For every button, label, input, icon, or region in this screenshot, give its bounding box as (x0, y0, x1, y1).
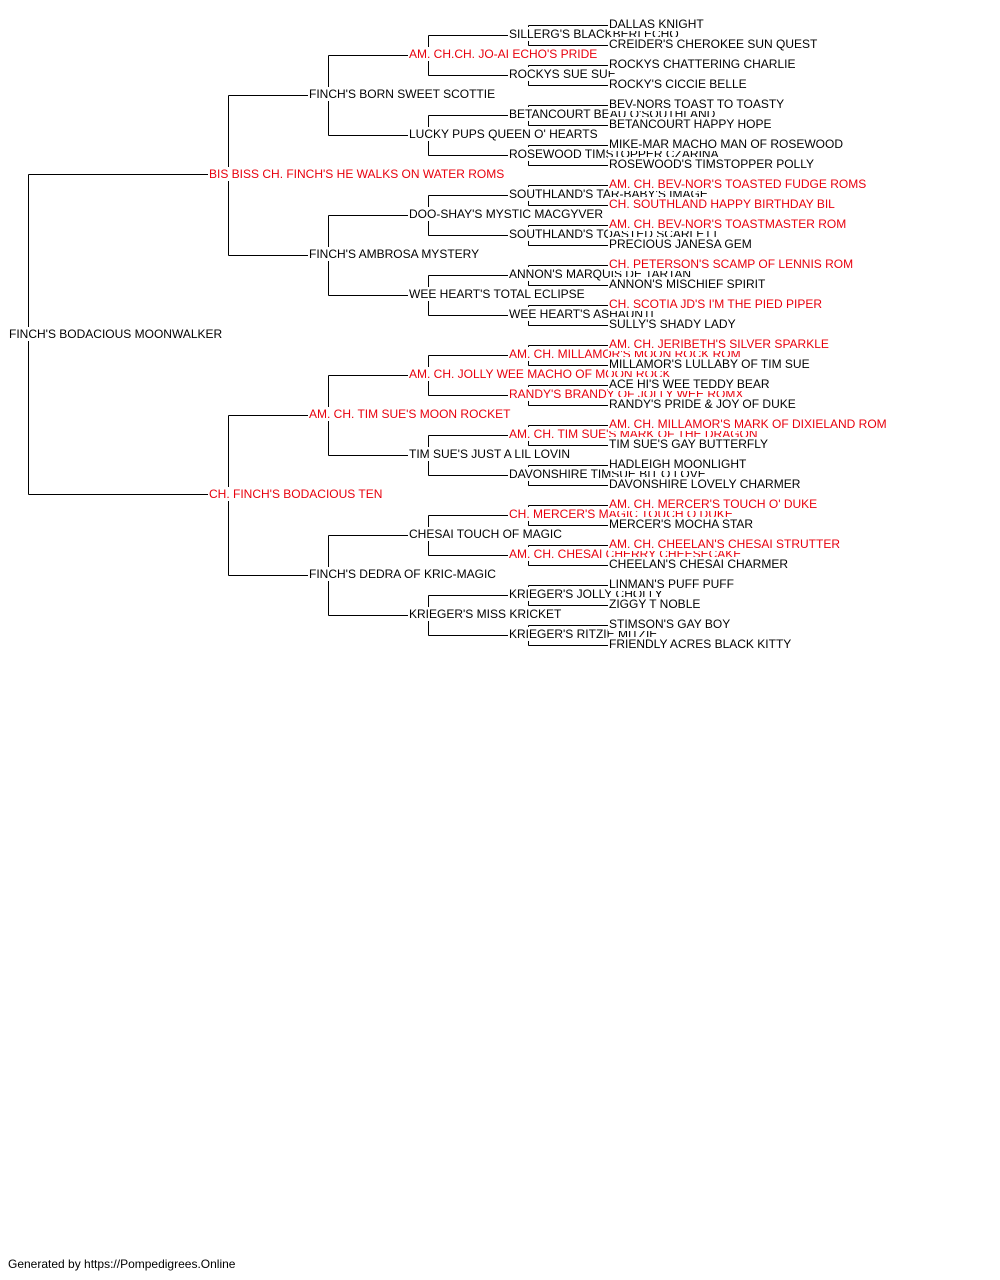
ancestor-name: DAVONSHIRE LOVELY CHARMER (608, 477, 802, 491)
ancestor-name: AM. CH.CH. JO-AI ECHO'S PRIDE (408, 47, 599, 61)
subject-name: FINCH'S BODACIOUS MOONWALKER (8, 327, 224, 341)
ancestor-name: MERCER'S MOCHA STAR (608, 517, 755, 531)
ancestor-name: WEE HEART'S TOTAL ECLIPSE (408, 287, 586, 301)
ancestor-name: CHESAI TOUCH OF MAGIC (408, 527, 563, 541)
ancestor-name: AM. CH. JOLLY WEE MACHO OF MOON ROCK (408, 367, 672, 381)
ancestor-name: TIM SUE'S JUST A LIL LOVIN (408, 447, 572, 461)
ancestor-name: MILLAMOR'S LULLABY OF TIM SUE (608, 357, 811, 371)
footer-credit: Generated by https://Pompedigrees.Online (8, 1257, 236, 1271)
ancestor-name: CH. FINCH'S BODACIOUS TEN (208, 487, 384, 501)
ancestor-name: FINCH'S BORN SWEET SCOTTIE (308, 87, 497, 101)
ancestor-name: CREIDER'S CHEROKEE SUN QUEST (608, 37, 819, 51)
ancestor-name: TIM SUE'S GAY BUTTERFLY (608, 437, 769, 451)
ancestor-name: CH. PETERSON'S SCAMP OF LENNIS ROM (608, 257, 855, 271)
ancestor-name: ROSEWOOD'S TIMSTOPPER POLLY (608, 157, 816, 171)
ancestor-name: FRIENDLY ACRES BLACK KITTY (608, 637, 793, 651)
ancestor-name: AM. CH. BEV-NOR'S TOASTED FUDGE ROMS (608, 177, 868, 191)
ancestor-name: SULLY'S SHADY LADY (608, 317, 737, 331)
ancestor-name: ZIGGY T NOBLE (608, 597, 702, 611)
ancestor-name: ROCKYS CHATTERING CHARLIE (608, 57, 797, 71)
ancestor-name: BETANCOURT HAPPY HOPE (608, 117, 773, 131)
ancestor-name: STIMSON'S GAY BOY (608, 617, 732, 631)
ancestor-name: LINMAN'S PUFF PUFF (608, 577, 735, 591)
ancestor-name: DALLAS KNIGHT (608, 17, 705, 31)
ancestor-name: ACE HI'S WEE TEDDY BEAR (608, 377, 771, 391)
ancestor-name: ROCKY'S CICCIE BELLE (608, 77, 748, 91)
ancestor-name: DOO-SHAY'S MYSTIC MACGYVER (408, 207, 605, 221)
ancestor-name: FINCH'S DEDRA OF KRIC-MAGIC (308, 567, 497, 581)
ancestor-name: KRIEGER'S MISS KRICKET (408, 607, 563, 621)
ancestor-name: BEV-NORS TOAST TO TOASTY (608, 97, 786, 111)
ancestor-name: CH. SCOTIA JD'S I'M THE PIED PIPER (608, 297, 824, 311)
ancestor-name: AM. CH. TIM SUE'S MOON ROCKET (308, 407, 512, 421)
ancestor-name: BIS BISS CH. FINCH'S HE WALKS ON WATER R… (208, 167, 506, 181)
ancestor-name: RANDY'S PRIDE & JOY OF DUKE (608, 397, 797, 411)
ancestor-name: PRECIOUS JANESA GEM (608, 237, 753, 251)
ancestor-name: ANNON'S MISCHIEF SPIRIT (608, 277, 767, 291)
ancestor-name: ROCKYS SUE SUE (508, 67, 617, 81)
ancestor-name: CHEELAN'S CHESAI CHARMER (608, 557, 789, 571)
ancestor-name: AM. CH. JERIBETH'S SILVER SPARKLE (608, 337, 830, 351)
ancestor-name: AM. CH. BEV-NOR'S TOASTMASTER ROM (608, 217, 848, 231)
ancestor-name: CH. SOUTHLAND HAPPY BIRTHDAY BIL (608, 197, 836, 211)
ancestor-name: MIKE-MAR MACHO MAN OF ROSEWOOD (608, 137, 844, 151)
ancestor-name: FINCH'S AMBROSA MYSTERY (308, 247, 481, 261)
ancestor-name: LUCKY PUPS QUEEN O' HEARTS (408, 127, 599, 141)
ancestor-name: AM. CH. MILLAMOR'S MARK OF DIXIELAND ROM (608, 417, 888, 431)
ancestor-name: AM. CH. MERCER'S TOUCH O' DUKE (608, 497, 819, 511)
ancestor-name: HADLEIGH MOONLIGHT (608, 457, 748, 471)
ancestor-name: AM. CH. CHEELAN'S CHESAI STRUTTER (608, 537, 841, 551)
